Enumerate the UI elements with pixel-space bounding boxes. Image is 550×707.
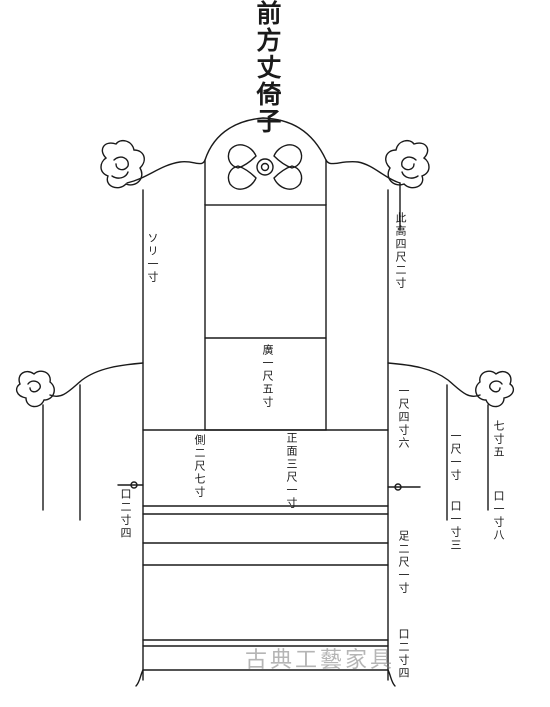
label-total-height: 此高四尺二寸 (394, 212, 407, 290)
arm-rail-right (387, 362, 481, 397)
crest-inner (204, 159, 327, 206)
crest-carving (227, 144, 303, 190)
label-leg-size: 口二寸四 (397, 628, 410, 680)
drawing-title: 前方丈倚子 (253, 0, 282, 135)
left-post-dot (130, 481, 138, 489)
label-outer-section: 口一寸三 (449, 500, 462, 552)
top-ear-left (100, 139, 145, 189)
top-ear-right (385, 139, 430, 189)
arm-ear-left (15, 370, 55, 408)
watermark: 古典工藝家具 (245, 648, 396, 673)
label-arm-height: 一尺四寸六 (397, 385, 410, 450)
label-seat-height: 足二尺一寸 (397, 530, 410, 595)
label-outer-height: 一尺一寸 (449, 430, 462, 482)
crest-rail (126, 117, 401, 184)
label-back-width: 廣一尺五寸 (261, 344, 274, 409)
label-curve-depth: ソリ一寸 (146, 232, 159, 284)
right-post-dot (394, 483, 402, 491)
foot-right (387, 669, 396, 687)
foot-left (135, 669, 144, 687)
arm-ear-right (475, 370, 515, 408)
label-front-width: 正面三尺一寸 (285, 432, 298, 510)
label-side-depth: 側二尺七寸 (193, 434, 206, 499)
arm-rail-left (49, 362, 144, 397)
label-ear-section: 口一寸八 (492, 490, 505, 542)
label-ear-length: 七寸五 (492, 420, 505, 459)
label-left-post: 口二寸四 (119, 488, 132, 540)
